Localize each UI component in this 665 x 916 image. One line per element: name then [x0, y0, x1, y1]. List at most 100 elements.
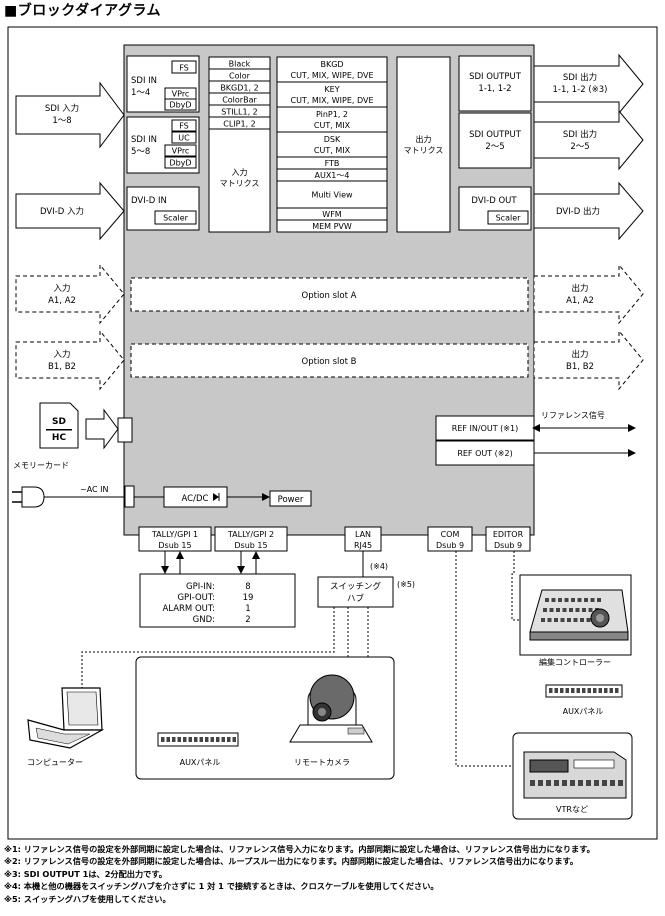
device-key: [210, 737, 214, 742]
aux-label: AUX1～4: [315, 171, 350, 180]
device-key: [227, 737, 231, 742]
sdi-in-1-label: SDI IN: [131, 76, 157, 86]
ref-group: REF IN/OUT (※1) REF OUT (※2) リファレンス信号: [435, 410, 636, 466]
device-key: [232, 737, 236, 742]
dvi-out-block: DVI-D OUT Scaler: [458, 186, 532, 231]
ref-out-label: REF OUT (※2): [457, 449, 512, 458]
processing-column: BKGD CUT, MIX, WIPE, DVE KEY CUT, MIX, W…: [276, 56, 388, 233]
device-key: [216, 737, 220, 742]
sdi-output-1-range: 1-1, 1-2 (※3): [552, 85, 607, 95]
remote-camera-icon: リモートカメラ: [289, 674, 373, 767]
device-key: [567, 618, 571, 622]
power-label: Power: [278, 495, 304, 505]
device-key: [575, 608, 580, 612]
port-tally-gpi-1: TALLY/GPI 1 Dsub 15: [138, 526, 212, 552]
ref-signal-label: リファレンス信号: [541, 410, 605, 420]
device-key: [604, 688, 608, 693]
dvi-input-arrow: DVI-D 入力: [15, 181, 125, 241]
device-key: [543, 608, 547, 612]
device-key: [177, 737, 181, 742]
sdi-output-2-block: SDI OUTPUT 2～5: [458, 112, 532, 169]
device-key: [549, 688, 553, 693]
option-slot-b-label: Option slot B: [302, 357, 357, 367]
device-key: [570, 780, 575, 786]
device-key: [582, 608, 586, 612]
computer-label: コンピューター: [27, 758, 83, 767]
port-tally-gpi-2: TALLY/GPI 2 Dsub 15: [214, 526, 288, 552]
port-editor: EDITOR Dsub 9: [485, 526, 531, 552]
option-a-output-label: 出力: [571, 283, 588, 294]
device-key: [602, 780, 607, 786]
sdi-in-2-label: SDI IN: [131, 135, 157, 145]
device-key: [183, 737, 187, 742]
device-key: [188, 737, 192, 742]
key-label: KEY: [324, 85, 339, 94]
sdi-output-2-label: SDI 出力: [563, 129, 597, 140]
bkgd-label: BKGD: [320, 60, 343, 69]
power-plug-icon: [21, 486, 45, 508]
footnotes: ※1: リファレンス信号の設定を外部同期に設定した場合は、リファレンス信号入力に…: [4, 843, 595, 905]
device-key: [541, 618, 545, 622]
device-key: [590, 598, 595, 602]
device-key: [564, 598, 569, 602]
source-black: Black: [229, 60, 251, 69]
gpi-connections: [161, 551, 260, 574]
ref-in-out-label: REF IN/OUT (※1): [452, 424, 518, 433]
source-bkgd: BKGD1, 2: [220, 84, 258, 93]
alarm-out-value: 1: [245, 604, 250, 614]
device-key: [549, 608, 554, 612]
card-arrow: [85, 408, 119, 450]
com-label: COM: [441, 530, 460, 539]
gnd-label: GND:: [193, 615, 215, 625]
source-color: Color: [229, 72, 251, 81]
ac-in-group: ~AC IN AC/DC Power: [12, 485, 312, 508]
svg-text:HC: HC: [52, 433, 67, 443]
device-key: [554, 688, 558, 693]
gpi-in-label: GPI-IN:: [186, 582, 215, 592]
device-key: [205, 737, 209, 742]
output-matrix: 出力 マトリクス: [396, 56, 451, 233]
aux-panel-label: AUXパネル: [180, 758, 221, 767]
option-b-input-label: 入力: [53, 349, 70, 360]
device-key: [586, 618, 591, 622]
sdi-output-2-range: 2～5: [570, 142, 589, 152]
input-matrix-label-2: マトリクス: [220, 179, 260, 188]
source-colorbar: ColorBar: [222, 96, 257, 105]
source-column: Black Color BKGD1, 2 ColorBar STILL1, 2 …: [208, 56, 271, 233]
gpi-out-value: 19: [243, 593, 254, 603]
dvi-output-label: DVI-D 出力: [556, 206, 600, 217]
sdi-output-2-arrow: SDI 出力 2～5: [533, 109, 644, 171]
port-com: COM Dsub 9: [427, 526, 473, 552]
vprc-label: VPrc: [172, 90, 190, 99]
device-key: [556, 608, 560, 612]
sdi-output-1-arrow: SDI 出力 1-1, 1-2 (※3): [533, 53, 644, 115]
device-key: [588, 608, 593, 612]
option-b-output-label: 出力: [571, 349, 588, 360]
port-lan: LAN RJ45: [344, 526, 382, 552]
device-key: [530, 780, 535, 786]
multiview-label: Multi View: [311, 191, 353, 200]
device-key: [221, 737, 225, 742]
device-key: [615, 688, 619, 693]
dsk-label: DSK: [324, 135, 341, 144]
edit-controller-group: 編集コントローラー AUXパネル: [519, 574, 632, 716]
hub-note: (※5): [397, 580, 415, 589]
mem-pvw-label: MEM PVW: [312, 222, 352, 231]
switching-hub-label-2: ハブ: [347, 593, 365, 604]
option-a-input-arrow: 入力 A1, A2: [15, 263, 125, 325]
aux-panel-icon: AUXパネル: [157, 732, 239, 767]
option-slot-b: Option slot B: [130, 343, 529, 378]
sdi-in-5-8-block: SDI IN 5～8 FS UC VPrc DbyD: [126, 116, 200, 174]
laptop-icon: コンピューター: [27, 687, 105, 767]
alarm-out-label: ALARM OUT:: [162, 604, 215, 614]
input-matrix-label: 入力: [232, 167, 248, 177]
sdi-out-1-range: 1-1, 1-2: [478, 84, 511, 94]
device-key: [609, 688, 613, 693]
device-key: [594, 780, 599, 786]
device-key: [558, 598, 562, 602]
sdi-in-1-4-block: SDI IN 1～4 FS VPrc DbyD: [126, 55, 200, 113]
page-title: ■ブロックダイアグラム: [4, 3, 162, 19]
device-key: [199, 737, 203, 742]
device-key: [569, 608, 573, 612]
